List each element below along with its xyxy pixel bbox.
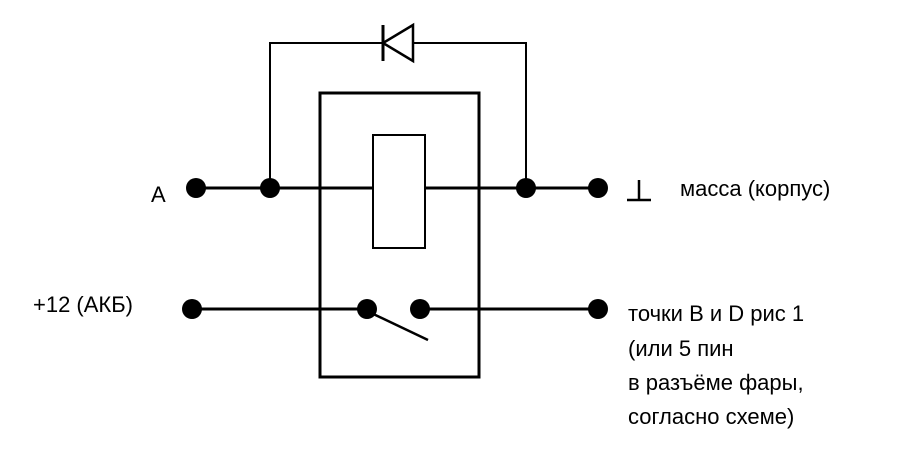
ground-icon <box>627 180 651 202</box>
output-label-line2: (или 5 пин <box>628 336 734 361</box>
terminal-a-label: A <box>151 182 166 207</box>
switch-contact-right <box>410 299 430 319</box>
junction-node-left <box>260 178 280 198</box>
diode-icon <box>380 22 415 64</box>
ground-terminal-node <box>588 178 608 198</box>
relay-switch-blade <box>366 309 429 342</box>
output-label-line3: в разъёме фары, <box>628 370 804 395</box>
terminal-a-node <box>186 178 206 198</box>
battery-terminal-node <box>182 299 202 319</box>
relay-housing <box>318 91 481 379</box>
switch-contact-left <box>357 299 377 319</box>
diode-bypass <box>269 22 527 188</box>
output-label-line4: согласно схеме) <box>628 404 794 429</box>
junction-node-right <box>516 178 536 198</box>
battery-label: +12 (АКБ) <box>33 292 133 317</box>
output-terminal-node <box>588 299 608 319</box>
output-label-line1: точки B и D рис 1 <box>628 301 804 326</box>
relay-coil <box>372 134 426 249</box>
ground-label: масса (корпус) <box>680 176 830 201</box>
